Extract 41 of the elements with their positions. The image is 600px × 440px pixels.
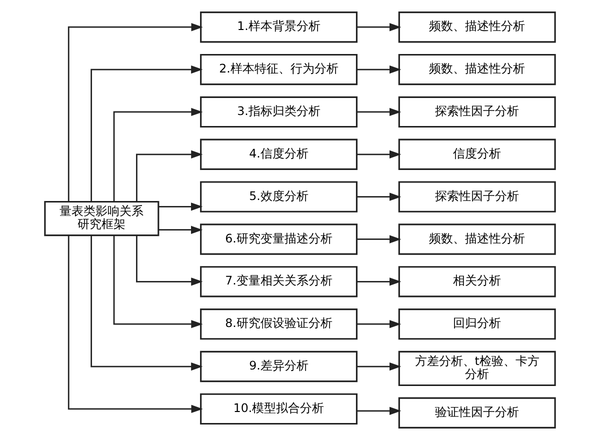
arrow xyxy=(356,362,402,371)
node-box: 方差分析、t检验、卡方分析 xyxy=(398,350,556,386)
arrow xyxy=(136,150,203,202)
arrow xyxy=(356,23,402,32)
arrow xyxy=(356,65,402,74)
node-box: 5.效度分析 xyxy=(200,181,358,212)
arrow xyxy=(356,278,402,286)
arrow xyxy=(90,65,203,202)
arrow xyxy=(356,320,402,328)
node-box: 频数、描述性分析 xyxy=(398,54,556,86)
node-box: 8.研究假设验证分析 xyxy=(200,308,358,340)
node-box: 探索性因子分析 xyxy=(398,96,556,128)
arrow xyxy=(136,235,203,286)
node-box: 探索性因子分析 xyxy=(398,181,556,212)
arrow xyxy=(68,23,203,202)
arrow xyxy=(158,226,203,234)
node-box: 6.研究变量描述分析 xyxy=(200,224,358,255)
arrow xyxy=(356,150,402,158)
arrow xyxy=(356,235,402,244)
node-box: 7.变量相关关系分析 xyxy=(200,266,358,298)
node-box: 频数、描述性分析 xyxy=(398,12,556,43)
arrow xyxy=(68,235,203,414)
node-box: 1.样本背景分析 xyxy=(200,12,358,43)
arrow xyxy=(113,235,203,328)
node-box: 4.信度分析 xyxy=(200,138,358,170)
node-box: 频数、描述性分析 xyxy=(398,224,556,255)
arrow xyxy=(356,108,402,116)
node-box: 10.模型拟合分析 xyxy=(200,393,358,425)
node-box: 回归分析 xyxy=(398,308,556,340)
arrow xyxy=(90,236,203,371)
node-box: 2.样本特征、行为分析 xyxy=(200,54,358,86)
node-box: 信度分析 xyxy=(398,138,556,170)
arrow xyxy=(356,406,402,415)
node-box: 3.指标归类分析 xyxy=(200,96,358,128)
arrow xyxy=(158,202,203,211)
arrow xyxy=(356,192,402,201)
arrow xyxy=(113,108,203,202)
node-box: 验证性因子分析 xyxy=(398,397,556,428)
node-box: 量表类影响关系研究框架 xyxy=(44,200,160,236)
node-box: 相关分析 xyxy=(398,266,556,298)
node-box: 9.差异分析 xyxy=(200,350,358,382)
